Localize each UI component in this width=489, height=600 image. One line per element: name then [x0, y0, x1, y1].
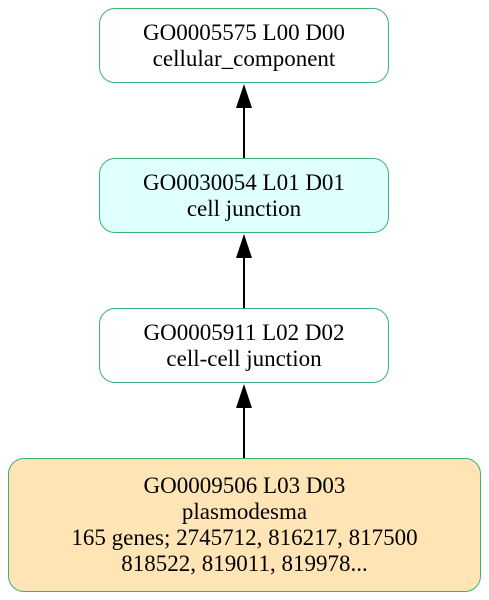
edge-l2-to-l1 [236, 234, 252, 308]
arrowhead-icon [236, 234, 252, 258]
node-name-label: cell junction [186, 195, 302, 221]
go-node-plasmodesma[interactable]: GO0009506 L03 D03 plasmodesma 165 genes;… [8, 458, 481, 592]
edge-leaf-to-l2 [236, 384, 252, 458]
arrowhead-icon [236, 384, 252, 408]
go-node-cell-junction[interactable]: GO0030054 L01 D01 cell junction [99, 158, 389, 233]
arrowhead-icon [236, 84, 252, 108]
node-id-label: GO0009506 L03 D03 [143, 473, 346, 498]
node-genes-line-1: 165 genes; 2745712, 816217, 817500 [71, 525, 418, 550]
node-id-label: GO0005575 L00 D00 [143, 19, 345, 45]
go-node-cellular-component[interactable]: GO0005575 L00 D00 cellular_component [99, 8, 389, 83]
node-id-label: GO0005911 L02 D02 [143, 319, 345, 345]
node-name-label: plasmodesma [181, 499, 308, 524]
node-name-label: cellular_component [152, 45, 336, 71]
node-name-label: cell-cell junction [166, 345, 322, 371]
node-id-label: GO0030054 L01 D01 [143, 169, 345, 195]
go-node-cell-cell-junction[interactable]: GO0005911 L02 D02 cell-cell junction [99, 308, 389, 383]
node-genes-line-2: 818522, 819011, 819978... [121, 551, 368, 576]
edge-l1-to-root [236, 84, 252, 158]
